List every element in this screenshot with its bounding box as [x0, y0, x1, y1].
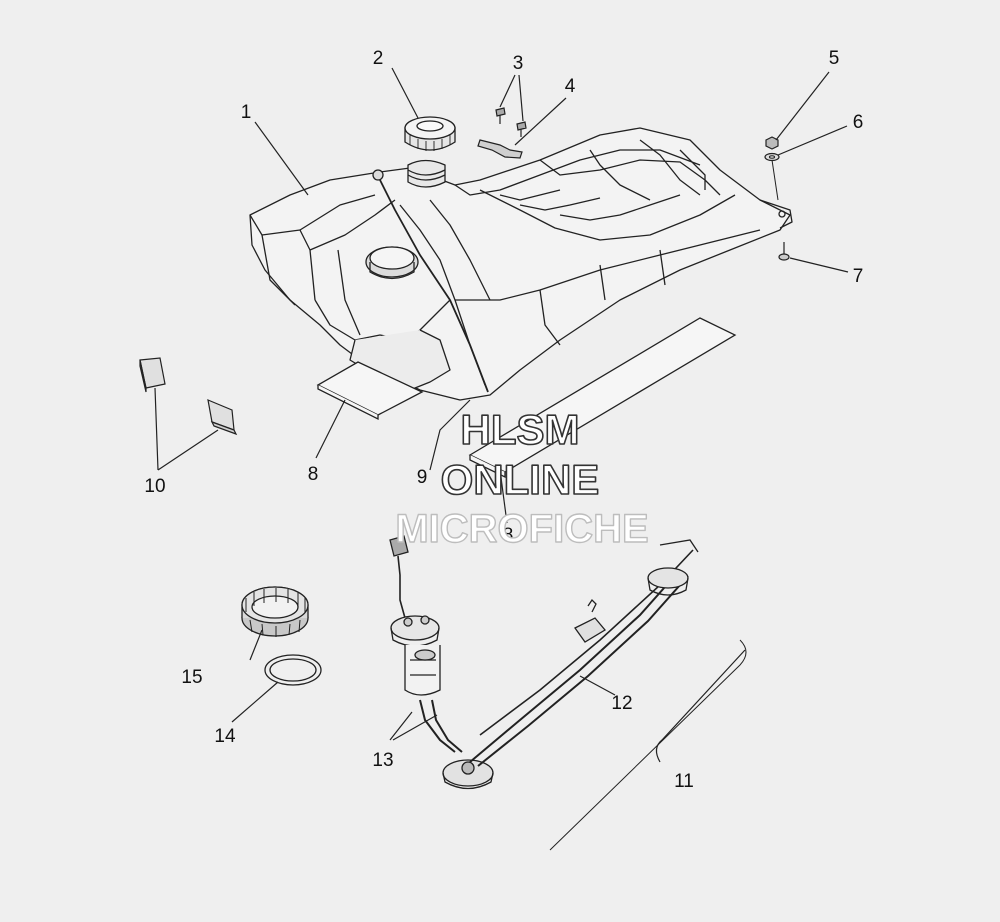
- washer: [764, 152, 780, 162]
- callout-numbers: 1 2 3 4 5 6 7 8 8 9 10 11 12 13 14 15: [144, 48, 863, 792]
- callout-14: 14: [214, 726, 236, 747]
- callout-6: 6: [853, 112, 864, 133]
- small-pads: [139, 357, 238, 436]
- callout-3: 3: [513, 53, 524, 74]
- foam-pad-left: [316, 361, 424, 421]
- callout-2: 2: [373, 48, 384, 69]
- callout-11: 11: [674, 771, 694, 792]
- bolt-axis-line: [771, 159, 779, 201]
- bolt: [778, 242, 790, 261]
- screws: [495, 107, 527, 137]
- callout-8-left: 8: [308, 464, 319, 485]
- callout-5: 5: [829, 48, 840, 69]
- watermark: HLSM ONLINE MICROFICHE: [395, 405, 650, 552]
- callout-13: 13: [372, 750, 393, 771]
- o-ring: [264, 654, 322, 686]
- nut: [765, 136, 779, 150]
- callout-8-right: 8: [503, 525, 514, 546]
- lock-ring: [241, 586, 309, 637]
- callout-7: 7: [853, 266, 864, 287]
- bracket-brace: [549, 639, 747, 851]
- callout-4: 4: [565, 76, 576, 97]
- leader-lines: [154, 67, 849, 763]
- foam-pad-right: [468, 317, 737, 479]
- callout-1: 1: [241, 102, 252, 123]
- watermark-line-3: MICROFICHE: [395, 507, 648, 551]
- callout-10: 10: [144, 476, 165, 497]
- callout-12: 12: [611, 693, 632, 714]
- fuel-tank: [249, 127, 793, 401]
- watermark-line-1: HLSM: [461, 406, 580, 453]
- callout-9: 9: [417, 467, 428, 488]
- fuel-cap: [404, 116, 456, 151]
- callout-15: 15: [181, 667, 202, 688]
- bracket: [477, 139, 523, 159]
- fuel-pump-assembly: [389, 535, 699, 790]
- watermark-line-2: ONLINE: [441, 456, 600, 503]
